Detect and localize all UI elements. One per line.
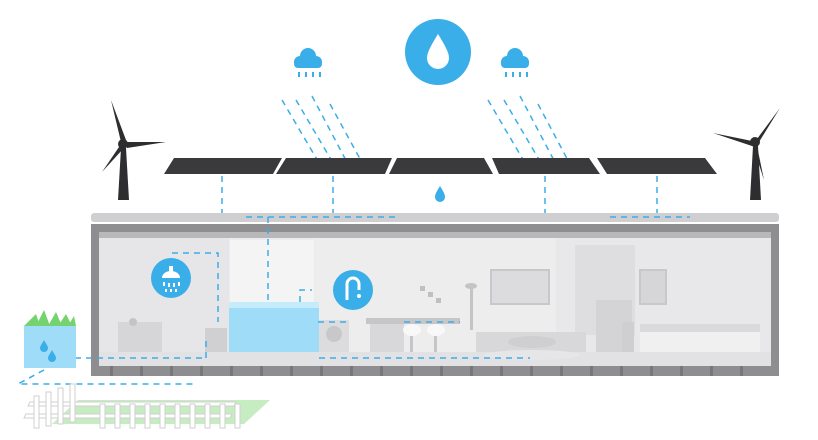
garden-irrigation-pipe [17,369,196,385]
bathroom [118,318,227,352]
living-room [420,269,586,360]
main-water-badge [405,19,471,85]
shower-badge [151,258,191,298]
kitchen [319,318,460,352]
planter-box [24,310,76,368]
floor-studs [110,366,743,376]
water-drop-icon [427,34,449,69]
tap-badge [333,270,373,310]
solar-panels [164,158,717,174]
water-tank [229,302,319,352]
wind-turbine-right [713,108,780,200]
bedroom [596,269,760,352]
roof-gutter [91,213,779,222]
water-tap-icon [345,276,361,300]
water-drop-icon [48,350,56,362]
internal-water-pipes [75,217,530,359]
solar-panel [276,158,392,174]
shower-icon [162,266,180,292]
picket-fence [23,383,241,429]
rain-cloud-icon [501,48,529,77]
roof-drop-icon [435,186,445,202]
rain-cloud-icon [294,48,322,77]
solar-panel [597,158,717,174]
solar-panel [164,158,282,174]
floor [99,352,771,366]
rain-streaks [281,95,573,169]
wind-turbine-left [102,100,166,200]
solar-panel [492,158,600,174]
solar-panel [389,158,493,174]
water-drop-icon [40,340,48,352]
